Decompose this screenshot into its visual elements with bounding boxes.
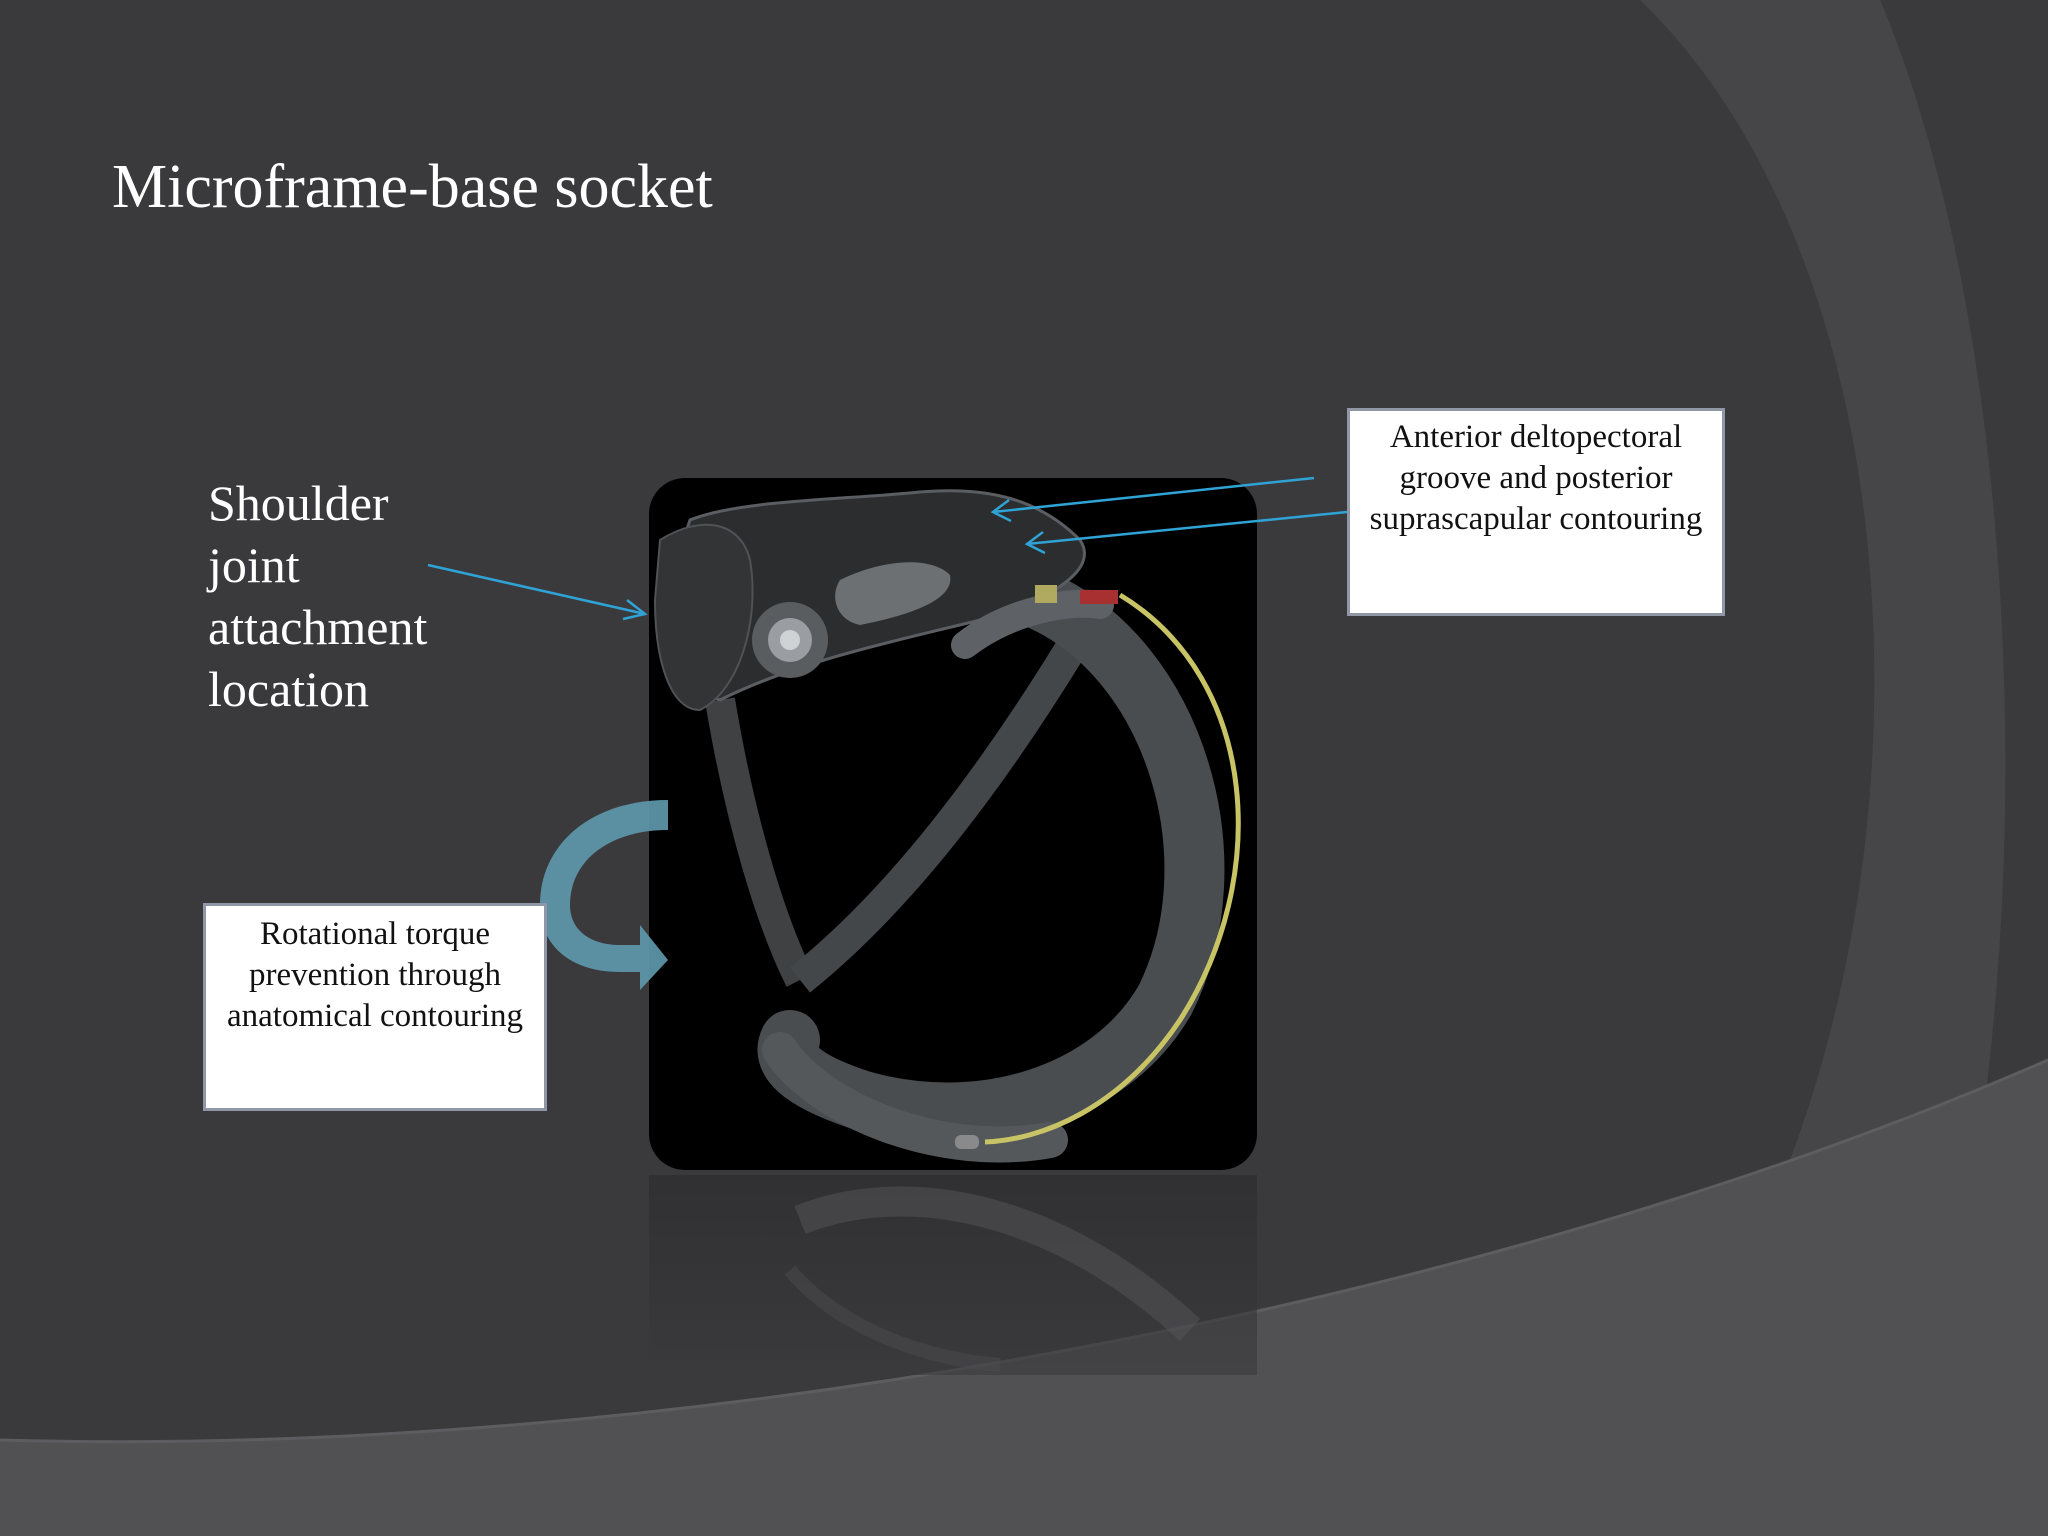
anterior-pointer-arrow-lower bbox=[1024, 510, 1348, 555]
rotational-torque-callout: Rotational torque prevention through ana… bbox=[203, 903, 547, 1111]
slide-title: Microframe-base socket bbox=[112, 153, 713, 221]
anterior-pointer-arrow-upper bbox=[990, 476, 1315, 523]
anterior-contouring-text: Anterior deltopectoral groove and poster… bbox=[1369, 419, 1703, 537]
shoulder-pointer-arrow bbox=[427, 563, 648, 621]
anterior-contouring-callout: Anterior deltopectoral groove and poster… bbox=[1347, 408, 1725, 616]
rotation-curved-arrow bbox=[540, 800, 668, 990]
rotational-torque-text: Rotational torque prevention through ana… bbox=[227, 916, 523, 1034]
shoulder-joint-label: Shoulder joint attachment location bbox=[208, 475, 428, 717]
